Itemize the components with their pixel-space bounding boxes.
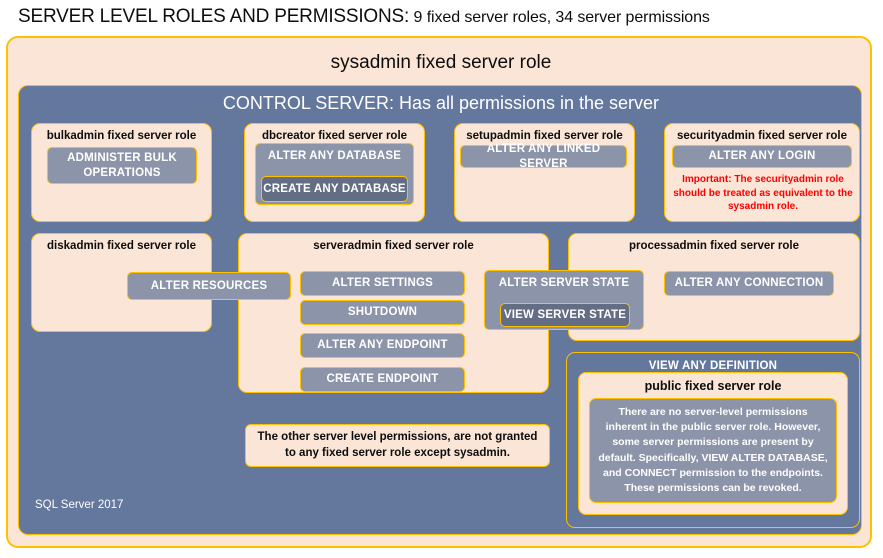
permission-create-any-database[interactable]: CREATE ANY DATABASE	[261, 176, 408, 202]
role-title-dbcreator: dbcreator fixed server role	[261, 130, 408, 142]
permission-alter-settings[interactable]: ALTER SETTINGS	[300, 271, 465, 296]
permission-create-endpoint[interactable]: CREATE ENDPOINT	[300, 367, 465, 392]
role-title-processadmin: processadmin fixed server role	[628, 240, 800, 252]
role-box-setupadmin: setupadmin fixed server role	[454, 123, 635, 222]
permission-alter-any-database-label: ALTER ANY DATABASE	[267, 150, 402, 162]
role-title-diskadmin: diskadmin fixed server role	[47, 240, 196, 252]
permission-shutdown[interactable]: SHUTDOWN	[300, 300, 465, 325]
footer-version-label: SQL Server 2017	[35, 499, 124, 511]
permission-alter-any-login[interactable]: ALTER ANY LOGIN	[672, 145, 852, 168]
page-title: SERVER LEVEL ROLES AND PERMISSIONS: 9 fi…	[18, 6, 868, 34]
page-title-heading: SERVER LEVEL ROLES AND PERMISSIONS:	[18, 6, 410, 27]
permission-alter-server-state-label: ALTER SERVER STATE	[498, 277, 630, 289]
role-title-setupadmin: setupadmin fixed server role	[466, 130, 623, 142]
permission-alter-resources[interactable]: ALTER RESOURCES	[127, 272, 291, 300]
role-title-serveradmin: serveradmin fixed server role	[313, 240, 474, 252]
permission-administer-bulk-operations[interactable]: ADMINISTER BULK OPERATIONS	[47, 147, 197, 184]
public-role-note: There are no server-level permissions in…	[589, 398, 837, 503]
role-title-public: public fixed server role	[644, 379, 782, 393]
permission-view-server-state[interactable]: VIEW SERVER STATE	[500, 303, 630, 327]
permission-alter-any-endpoint[interactable]: ALTER ANY ENDPOINT	[300, 333, 465, 358]
other-permissions-note: The other server level permissions, are …	[245, 424, 550, 467]
permission-alter-any-linked-server[interactable]: ALTER ANY LINKED SERVER	[460, 143, 627, 170]
role-title-bulkadmin: bulkadmin fixed server role	[46, 130, 197, 142]
permission-alter-any-connection[interactable]: ALTER ANY CONNECTION	[664, 271, 834, 296]
role-title-securityadmin: securityadmin fixed server role	[676, 130, 848, 142]
role-box-securityadmin: securityadmin fixed server role	[664, 123, 860, 222]
page-title-subheading: 9 fixed server roles, 34 server permissi…	[413, 9, 710, 26]
permission-view-any-definition-label: VIEW ANY DEFINITION	[648, 360, 778, 372]
securityadmin-warning-note: Important: The securityadmin role should…	[673, 174, 853, 212]
control-server-label: CONTROL SERVER: Has all permissions in t…	[222, 93, 660, 113]
sysadmin-role-label: sysadmin fixed server role	[330, 52, 552, 73]
